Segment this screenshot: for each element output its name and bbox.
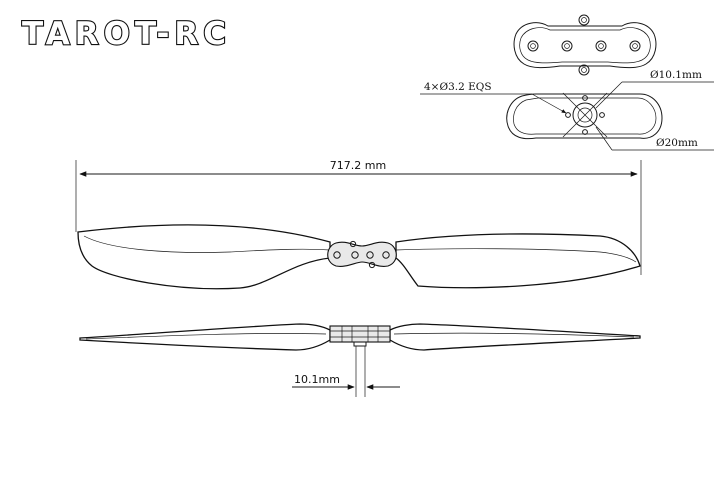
propeller-side-view xyxy=(79,323,641,351)
holes-callout: 4×Ø3.2 EQS xyxy=(420,81,567,114)
thickness-dimension: 10.1mm xyxy=(292,346,400,397)
hub-detail-top xyxy=(513,14,657,76)
inner-diameter-label: Ø10.1mm xyxy=(650,69,702,81)
span-dimension: 717.2 mm xyxy=(75,159,642,275)
outer-diameter-callout: Ø20mm xyxy=(595,126,714,151)
holes-label: 4×Ø3.2 EQS xyxy=(424,81,492,93)
side-right-blade xyxy=(389,323,641,351)
hub-detail-bottom xyxy=(506,92,663,140)
left-blade xyxy=(77,224,331,290)
span-label: 717.2 mm xyxy=(330,159,386,172)
propeller-top-view xyxy=(77,224,641,290)
right-blade xyxy=(395,233,641,289)
thickness-label: 10.1mm xyxy=(294,373,340,386)
outer-diameter-label: Ø20mm xyxy=(656,137,698,149)
top-hub xyxy=(327,241,397,267)
inner-diameter-callout: Ø10.1mm xyxy=(595,69,714,109)
brand-logo-text: TAROT-RC xyxy=(22,16,231,52)
side-hub xyxy=(329,325,391,343)
brand-logo: TAROT-RC xyxy=(21,15,231,53)
side-left-blade xyxy=(79,323,331,351)
